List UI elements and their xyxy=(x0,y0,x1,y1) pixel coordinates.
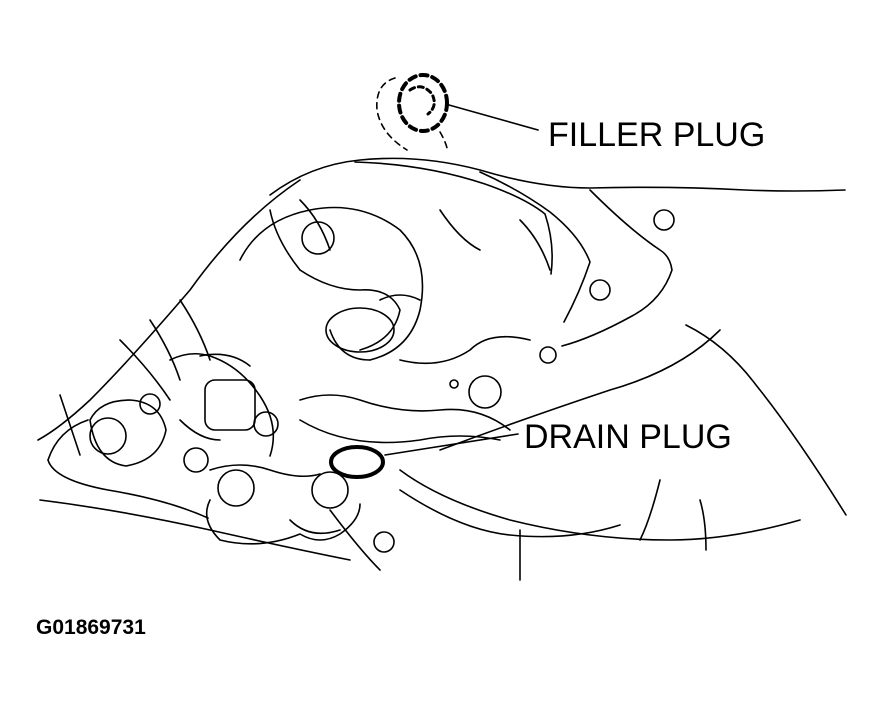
drain-plug-leader xyxy=(384,433,519,456)
drain-plug-label: DRAIN PLUG xyxy=(524,418,732,456)
filler-plug-leader xyxy=(448,104,539,131)
figure-id: G01869731 xyxy=(36,616,146,639)
filler-plug-icon xyxy=(376,73,449,153)
drain-plug-icon xyxy=(329,445,385,479)
transmission-body xyxy=(37,157,847,581)
filler-plug-label: FILLER PLUG xyxy=(548,116,766,154)
